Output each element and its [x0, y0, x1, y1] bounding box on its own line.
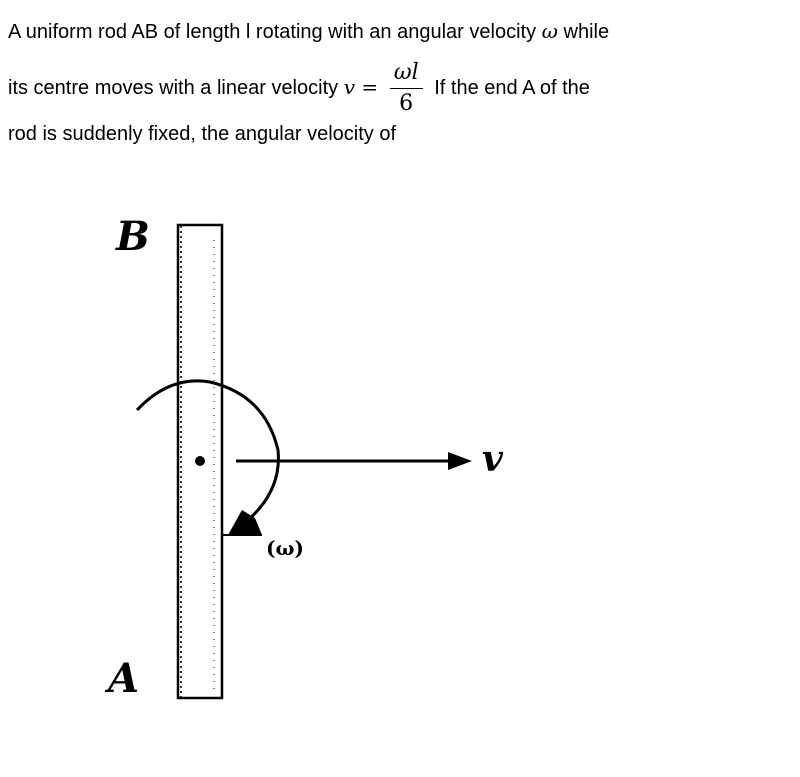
question-line-1: A uniform rod AB of length l rotating wi…: [8, 8, 609, 56]
label-v: v: [482, 438, 503, 480]
text: its centre moves with a linear velocity: [8, 76, 339, 99]
fraction-denominator: 6: [399, 91, 414, 116]
fraction-numerator: ωl: [389, 58, 423, 89]
velocity-equation: v =: [343, 74, 379, 99]
text: rod is suddenly fixed, the angular veloc…: [8, 123, 396, 145]
label-b: B: [116, 213, 150, 260]
label-a: A: [108, 655, 140, 702]
label-omega: (ω): [266, 536, 304, 560]
text: A uniform rod AB of length l rotating wi…: [8, 21, 537, 43]
question-line-2: its centre moves with a linear velocity …: [8, 58, 590, 119]
question-line-3: rod is suddenly fixed, the angular veloc…: [8, 111, 396, 158]
text: If the end A of the: [434, 76, 590, 99]
text: while: [563, 21, 610, 43]
angular-velocity-arc: [135, 379, 280, 522]
center-of-mass-dot: [195, 456, 205, 466]
fraction: ωl 6: [389, 58, 423, 119]
arrow-head-icon: [448, 452, 472, 470]
omega-symbol: ω: [541, 19, 558, 43]
arc-arrow-head-icon: [228, 510, 262, 535]
